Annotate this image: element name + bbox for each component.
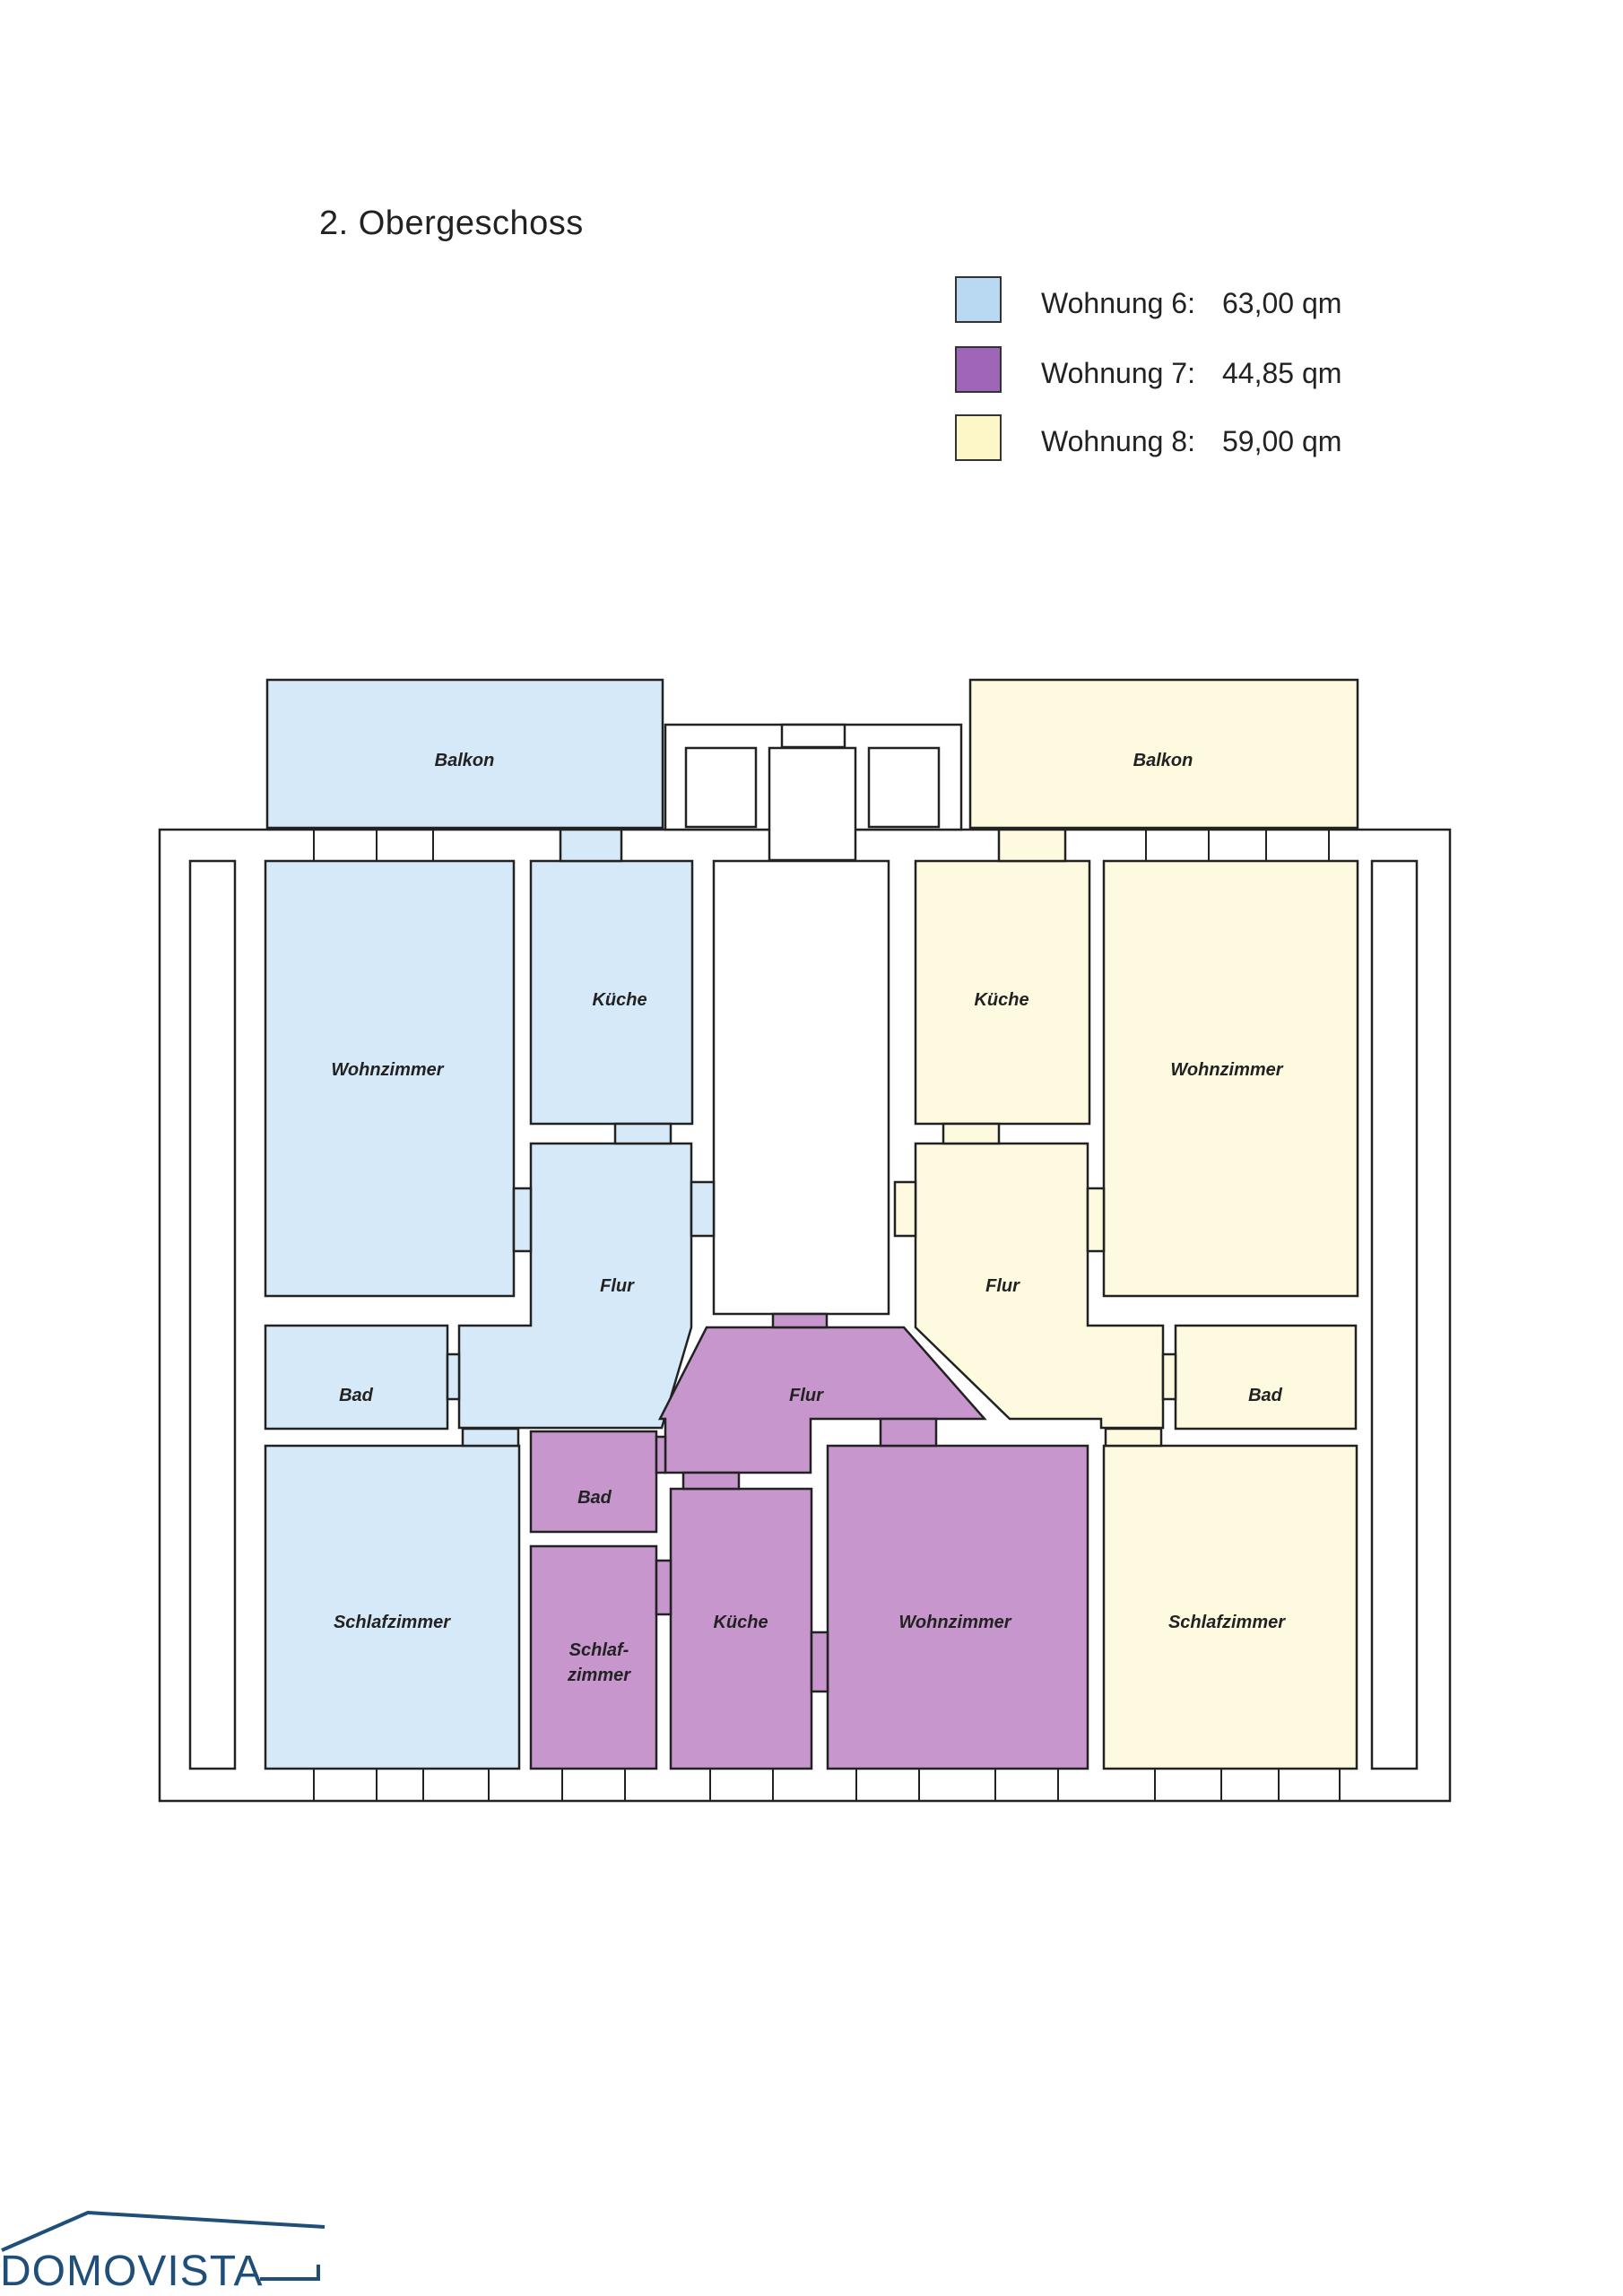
- legend-area: 59,00 qm: [1222, 425, 1342, 457]
- w6-stair-door: [690, 1180, 716, 1238]
- legend-swatch-wohnung-7: [955, 346, 1002, 393]
- w7-kueche-door: [681, 1471, 741, 1491]
- w8-wohnzimmer-door: [1086, 1187, 1106, 1253]
- w8-wohnzimmer: [1102, 859, 1359, 1298]
- w8-balkon: [968, 678, 1359, 830]
- wohnung-8: [893, 678, 1359, 1770]
- label-w7-bad: Bad: [577, 1488, 612, 1508]
- label-w8-kueche: Küche: [974, 990, 1028, 1010]
- right-side-recess: [1370, 859, 1419, 1770]
- legend-label: Wohnung 6:: [1041, 287, 1195, 319]
- label-w8-flur: Flur: [985, 1276, 1020, 1296]
- stair-top-block: [780, 723, 846, 749]
- label-w8-bad: Bad: [1248, 1386, 1283, 1405]
- w8-kueche-door: [942, 1122, 1001, 1145]
- legend-label: Wohnung 7:: [1041, 357, 1195, 389]
- label-w7-kueche: Küche: [713, 1613, 768, 1632]
- label-w7-wohnzimmer: Wohnzimmer: [898, 1613, 1011, 1632]
- w6-balkon-door: [559, 828, 623, 863]
- legend-area: 63,00 qm: [1222, 287, 1342, 319]
- w7-wohnzimmer-door: [879, 1417, 938, 1448]
- label-w6-kueche: Küche: [592, 990, 647, 1010]
- w6-kueche-door: [613, 1122, 673, 1145]
- label-w8-wohnzimmer: Wohnzimmer: [1170, 1060, 1283, 1080]
- left-side-recess: [188, 859, 237, 1770]
- label-w7-flur: Flur: [789, 1386, 824, 1405]
- w8-stair-door: [893, 1180, 917, 1238]
- w6-schlafzimmer: [264, 1444, 521, 1770]
- w6-wohnzimmer-door: [512, 1187, 533, 1253]
- label-w7-schlafzimmer-line1: Schlaf-: [569, 1640, 629, 1660]
- legend-swatch-wohnung-8: [955, 414, 1002, 461]
- label-w6-schlafzimmer: Schlafzimmer: [334, 1613, 451, 1632]
- w6-schlaf-door: [461, 1427, 520, 1448]
- w7-wohn-kueche-door: [810, 1631, 829, 1693]
- shaft-right: [867, 746, 941, 829]
- w8-schlafzimmer: [1102, 1444, 1358, 1770]
- w6-bad: [264, 1324, 449, 1431]
- shaft-left: [684, 746, 758, 829]
- floor-title: 2. Obergeschoss: [319, 204, 584, 242]
- w6-kueche: [529, 859, 694, 1126]
- stairwell: [712, 859, 890, 1316]
- legend-item-wohnung-8: Wohnung 8: 59,00 qm: [955, 414, 1385, 463]
- w7-flur: [657, 1326, 987, 1474]
- wohnung-7: [529, 1312, 1089, 1770]
- w8-bad: [1174, 1324, 1358, 1431]
- label-w8-schlafzimmer: Schlafzimmer: [1168, 1613, 1286, 1632]
- domovista-logo: DOMOVISTA: [0, 2211, 332, 2296]
- legend-label: Wohnung 8:: [1041, 425, 1195, 457]
- w7-entry-door: [771, 1312, 829, 1329]
- w7-wohnzimmer: [826, 1444, 1089, 1770]
- w6-bad-door: [446, 1352, 461, 1401]
- logo-part-1: DOMO: [0, 2248, 138, 2295]
- w8-schlaf-door: [1104, 1427, 1163, 1448]
- w7-bad-door: [655, 1435, 667, 1474]
- w7-schlaf-door: [655, 1559, 673, 1616]
- stair-upper: [768, 746, 857, 862]
- w8-bad-door: [1161, 1352, 1177, 1401]
- label-w6-bad: Bad: [339, 1386, 374, 1405]
- w6-wohnzimmer: [264, 859, 516, 1298]
- w8-kueche: [914, 859, 1091, 1126]
- w8-balkon-door: [997, 828, 1067, 863]
- logo-part-2: VISTA: [137, 2248, 264, 2295]
- legend-item-wohnung-6: Wohnung 6: 63,00 qm: [955, 276, 1385, 325]
- label-w8-balkon: Balkon: [1133, 751, 1193, 770]
- legend-swatch-wohnung-6: [955, 276, 1002, 323]
- wohnung-6: [264, 678, 716, 1770]
- label-w6-wohnzimmer: Wohnzimmer: [331, 1060, 444, 1080]
- logo-wordmark: DOMOVISTA: [0, 2247, 263, 2296]
- room-labels: Balkon Küche Wohnzimmer Flur Bad Schlafz…: [331, 751, 1286, 1685]
- w6-balkon: [265, 678, 664, 830]
- label-w7-schlafzimmer-line2: zimmer: [567, 1665, 631, 1685]
- w7-kueche: [669, 1487, 813, 1770]
- label-w6-balkon: Balkon: [435, 751, 495, 770]
- label-w6-flur: Flur: [600, 1276, 635, 1296]
- window-marks: [313, 830, 1341, 1801]
- legend-item-wohnung-7: Wohnung 7: 44,85 qm: [955, 346, 1385, 395]
- w7-bad: [529, 1430, 658, 1534]
- w7-schlafzimmer: [529, 1544, 658, 1770]
- logo-roof-icon: [1, 2211, 325, 2281]
- legend-area: 44,85 qm: [1222, 357, 1342, 389]
